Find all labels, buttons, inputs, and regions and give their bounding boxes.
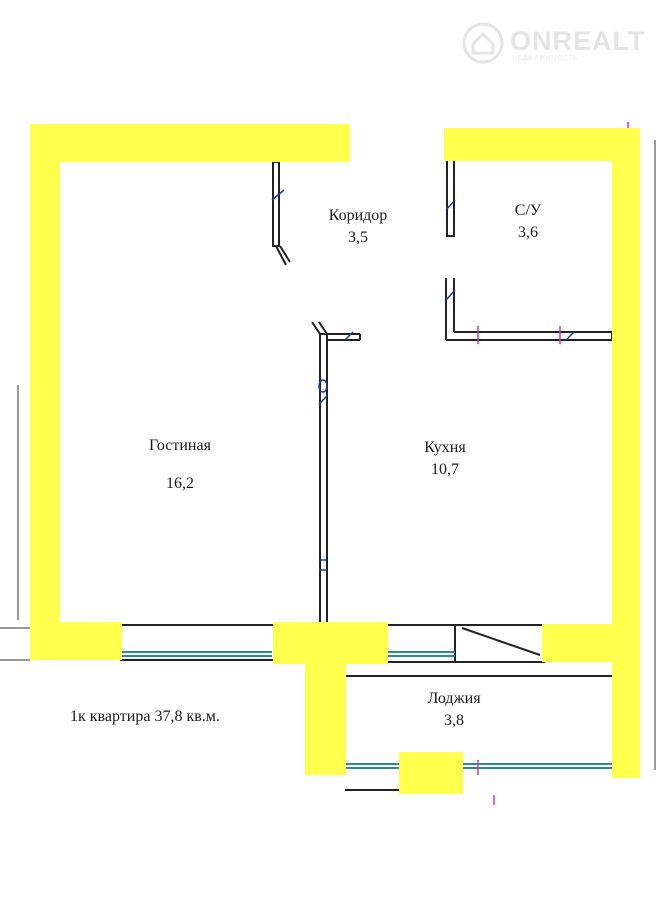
watermark-tagline: НЕДВИЖИМОСТЬ	[512, 55, 579, 62]
room-area: 10,7	[431, 461, 459, 478]
windows	[122, 651, 612, 769]
room-label-corridor: Коридор 3,5	[318, 207, 398, 247]
room-label-bathroom: С/У 3,6	[498, 202, 558, 242]
room-area: 3,6	[518, 224, 538, 241]
room-area: 16,2	[166, 475, 194, 492]
room-name: Лоджия	[427, 690, 481, 707]
room-name: С/У	[514, 202, 542, 219]
room-name: Коридор	[328, 207, 388, 224]
room-label-kitchen: Кухня 10,7	[405, 439, 485, 479]
watermark-brand: ONREALT	[510, 26, 646, 56]
house-icon	[462, 22, 504, 64]
guide-lines	[0, 140, 656, 770]
partitions	[120, 159, 613, 791]
walls	[30, 124, 640, 794]
room-area: 3,8	[444, 712, 464, 729]
apartment-summary: 1к квартира 37,8 кв.м.	[70, 708, 220, 725]
dimension-marks	[271, 189, 575, 571]
room-area: 3,5	[348, 229, 368, 246]
room-name: Кухня	[424, 439, 466, 456]
room-name: Гостиная	[149, 437, 211, 454]
accent-ticks	[477, 122, 629, 805]
watermark-logo: ONREALT НЕДВИЖИМОСТЬ	[462, 22, 662, 67]
room-label-living: Гостиная 16,2	[130, 437, 230, 493]
room-label-loggia: Лоджия 3,8	[414, 690, 494, 730]
